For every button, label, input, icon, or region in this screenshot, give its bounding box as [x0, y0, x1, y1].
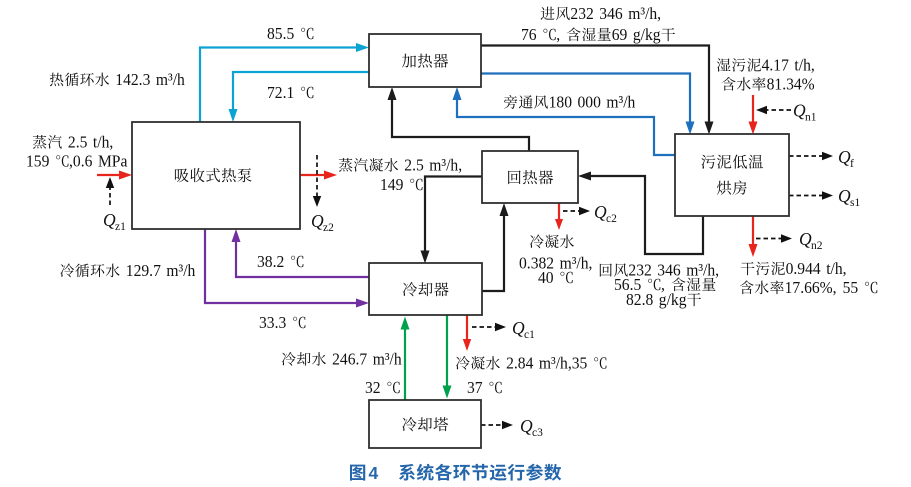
- svg-text:38.2: 38.2: [257, 254, 284, 272]
- svg-text:85.5: 85.5: [267, 26, 294, 44]
- svg-text:81.34%: 81.34%: [767, 76, 815, 94]
- svg-text:Q: Q: [512, 318, 525, 338]
- svg-text:000: 000: [578, 94, 601, 112]
- svg-text:m³/h: m³/h: [166, 263, 195, 281]
- svg-text:2.5: 2.5: [404, 157, 423, 175]
- svg-text:4: 4: [369, 463, 379, 483]
- svg-text:129.7: 129.7: [126, 263, 161, 281]
- svg-text:m³/h,: m³/h,: [686, 262, 719, 280]
- svg-text:17.66%,: 17.66%,: [785, 280, 837, 298]
- svg-text:g/kg: g/kg: [633, 27, 661, 45]
- svg-text:Q: Q: [838, 186, 851, 206]
- svg-text:232: 232: [570, 6, 593, 24]
- svg-text:m³/h,: m³/h,: [628, 6, 661, 24]
- svg-text:Q: Q: [520, 416, 533, 436]
- svg-text:g/kg: g/kg: [659, 292, 687, 310]
- svg-text:246.7: 246.7: [332, 351, 367, 369]
- svg-text:m³/h: m³/h: [156, 72, 185, 90]
- svg-text:55: 55: [843, 280, 859, 298]
- svg-text:2.84: 2.84: [506, 355, 533, 373]
- svg-text:32: 32: [365, 380, 381, 398]
- svg-text:,0.6: ,0.6: [69, 153, 92, 171]
- svg-text:4.17: 4.17: [762, 57, 789, 75]
- svg-text:n2: n2: [811, 240, 823, 252]
- svg-text:346: 346: [599, 6, 622, 24]
- svg-text:40: 40: [538, 270, 554, 288]
- svg-text:n1: n1: [805, 112, 817, 124]
- svg-text:m³/h,: m³/h,: [429, 157, 462, 175]
- svg-text:149: 149: [380, 177, 403, 195]
- svg-text:t/h,: t/h,: [794, 57, 814, 75]
- svg-text:33.3: 33.3: [259, 315, 286, 333]
- svg-text:69: 69: [612, 27, 628, 45]
- svg-text:232: 232: [628, 262, 651, 280]
- svg-text:346: 346: [657, 262, 680, 280]
- svg-text:Q: Q: [793, 101, 806, 121]
- svg-text:s1: s1: [850, 197, 860, 209]
- svg-text:f: f: [850, 158, 854, 170]
- svg-text:t/h,: t/h,: [826, 261, 846, 279]
- svg-text:82.8: 82.8: [626, 292, 653, 310]
- svg-text:76: 76: [521, 27, 537, 45]
- svg-text:MPa: MPa: [98, 153, 127, 171]
- svg-text:t/h,: t/h,: [93, 134, 113, 152]
- svg-text:0.382: 0.382: [519, 255, 554, 273]
- svg-text:c3: c3: [532, 427, 543, 439]
- svg-text:Q: Q: [838, 147, 851, 167]
- svg-text:2.5: 2.5: [68, 134, 87, 152]
- svg-text:180: 180: [549, 94, 572, 112]
- svg-text:Q: Q: [799, 229, 812, 249]
- svg-text:m³/h: m³/h: [606, 94, 635, 112]
- svg-text:,: ,: [556, 27, 560, 45]
- svg-text:c2: c2: [606, 213, 617, 225]
- svg-text:0.944: 0.944: [786, 261, 821, 279]
- svg-text:72.1: 72.1: [267, 85, 294, 103]
- svg-text:Q: Q: [311, 211, 324, 231]
- svg-text:142.3: 142.3: [115, 72, 150, 90]
- svg-text:m³/h: m³/h: [373, 351, 402, 369]
- svg-text:,: ,: [661, 277, 665, 295]
- svg-text:56.5: 56.5: [614, 277, 641, 295]
- svg-text:37: 37: [467, 380, 483, 398]
- svg-text:Q: Q: [594, 202, 607, 222]
- svg-text:Q: Q: [103, 210, 116, 230]
- svg-text:z2: z2: [323, 222, 334, 234]
- svg-text:m³/h,35: m³/h,35: [539, 355, 587, 373]
- svg-text:159: 159: [26, 153, 49, 171]
- svg-text:m³/h,: m³/h,: [560, 255, 593, 273]
- svg-text:z1: z1: [115, 221, 126, 233]
- svg-text:c1: c1: [524, 329, 535, 341]
